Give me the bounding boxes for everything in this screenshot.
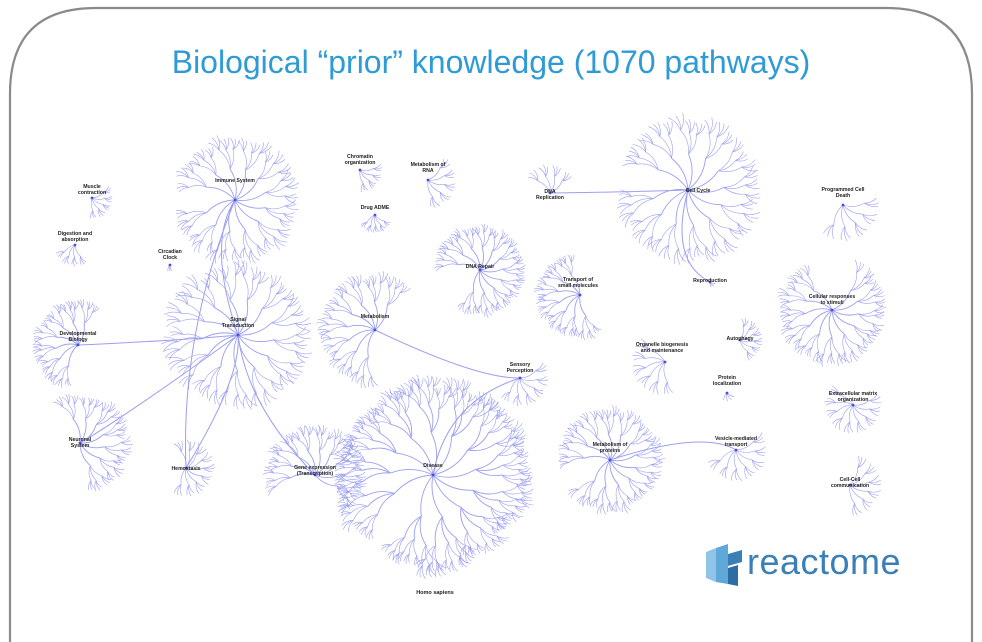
pathway-trees (32, 112, 886, 580)
pathway-tree-chromatin (358, 163, 383, 193)
pathway-links (77, 189, 737, 476)
pathway-tree-ecm (824, 385, 882, 434)
pathway-label-immune: Immune System (215, 178, 255, 184)
diagram-root-label: Homo sapiens (416, 590, 454, 596)
pathway-label-repro: Reproduction (693, 278, 727, 284)
pathway-tree-cellcell (848, 455, 882, 516)
pathway-tree-autophagy (738, 318, 763, 361)
pathway-label-gene: Gene expression(Transcription) (294, 465, 336, 477)
pathway-label-cellcycle: Cell Cycle (686, 188, 711, 194)
pathway-tree-pcd (823, 197, 879, 242)
pathway-tree-cellcycle (617, 112, 761, 265)
pathway-link (374, 329, 521, 379)
pathway-tree-immune (175, 135, 299, 264)
pathway-tree-dnarep (528, 164, 572, 195)
pathway-tree-repro (708, 280, 716, 288)
pathway-link (549, 189, 689, 194)
pathway-link (77, 334, 239, 346)
reactome-logo-text: reactome (747, 541, 902, 582)
pathway-tree-rna (426, 159, 456, 208)
pathway-link (681, 189, 711, 283)
pathway-link (609, 441, 737, 461)
pathway-tree-cellresp (777, 259, 886, 367)
pathway-link (220, 199, 239, 336)
pathway-tree-transport (533, 254, 602, 340)
pathway-tree-dnarepair (434, 223, 526, 318)
pathway-tree-disease (333, 374, 534, 580)
pathway-label-metab: Metabolism (361, 314, 390, 320)
pathway-tree-circadian (167, 263, 173, 272)
pathway-tree-neuronal (52, 394, 133, 492)
pathway-tree-hemostasis (173, 439, 216, 497)
pathway-tree-vesicle (708, 432, 766, 482)
pathway-tree-metab (316, 271, 411, 389)
pathway-tree-sensory (501, 362, 549, 407)
pathway-tree-metprot (558, 405, 666, 515)
reactome-logo: reactome (700, 540, 930, 588)
pathway-label-dnarepair: DNA Repair (466, 264, 495, 270)
pathway-link (237, 334, 316, 476)
pathway-tree-drug (360, 213, 391, 233)
reactome-logo-icon (706, 544, 742, 586)
pathway-tree-digestion (55, 243, 87, 267)
pathway-label-hemostasis: Hemostasis (171, 466, 200, 472)
slide-title: Biological “prior” knowledge (1070 pathw… (171, 44, 811, 80)
pathway-link (185, 199, 236, 469)
pathway-label-drug: Drug ADME (361, 205, 390, 211)
pathway-link (185, 334, 239, 469)
pathway-tree-signal (161, 259, 313, 410)
pathway-tree-devbio (32, 299, 100, 388)
pathway-link (79, 334, 239, 444)
pathway-tree-organelle (632, 338, 673, 395)
pathway-tree-protloc (723, 391, 735, 402)
pathway-tree-muscle (90, 186, 113, 219)
pathway-label-disease: Disease (423, 463, 443, 469)
pathway-label-autophagy: Autophagy (726, 336, 753, 342)
